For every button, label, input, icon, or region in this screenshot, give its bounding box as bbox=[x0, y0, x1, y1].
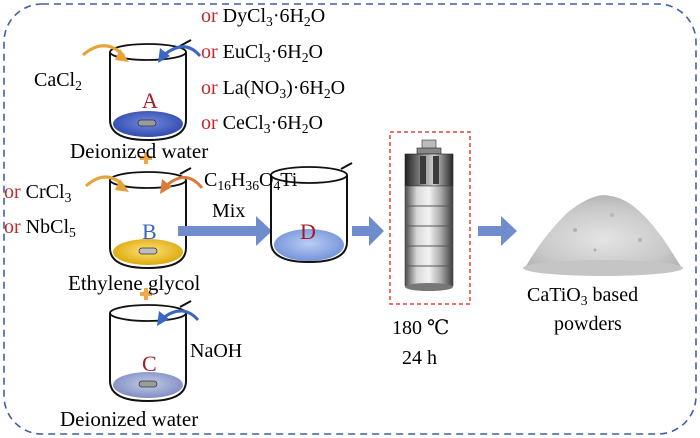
product-label: CaTiO3 based bbox=[527, 284, 639, 308]
time-label: 24 h bbox=[402, 347, 437, 369]
alternative-nbcl5: or NbCl5 bbox=[4, 216, 76, 240]
formula-text: CrCl bbox=[25, 181, 65, 203]
or-label: or bbox=[4, 216, 21, 238]
formula-text: O bbox=[308, 41, 323, 63]
solvent-a-caption: Deionized water bbox=[70, 139, 209, 163]
curved-arrow-icon bbox=[115, 49, 129, 62]
or-label: or bbox=[201, 41, 218, 63]
formula-text: O bbox=[310, 5, 326, 27]
solvent-c-caption: Deionized water bbox=[60, 407, 199, 431]
formula-subscript: 3 bbox=[580, 292, 588, 308]
or-label: or bbox=[201, 77, 218, 99]
formula-text: ·6H bbox=[270, 112, 302, 134]
formula-text: EuCl bbox=[222, 41, 264, 63]
solvent-b-caption: Ethylene glycol bbox=[68, 271, 201, 295]
formula-text: NbCl bbox=[25, 216, 70, 238]
naoh-label: NaOH bbox=[190, 340, 243, 362]
beaker-c-label: C bbox=[142, 351, 157, 376]
curved-arrow-icon bbox=[163, 45, 202, 58]
formula-subscript: 2 bbox=[301, 120, 309, 136]
powder-pile-icon bbox=[523, 195, 683, 276]
or-label: or bbox=[201, 112, 218, 134]
formula-subscript: 2 bbox=[301, 49, 309, 65]
formula-text: ·6H bbox=[272, 5, 304, 27]
formula-subscript: 3 bbox=[266, 13, 273, 29]
beaker-b bbox=[109, 167, 192, 270]
dopant-eucl3: or EuCl3·6H2O bbox=[201, 41, 323, 65]
beaker-c bbox=[109, 300, 192, 403]
or-label: or bbox=[4, 181, 21, 203]
formula-subscript: 5 bbox=[69, 224, 76, 240]
plus-icon bbox=[140, 288, 152, 300]
beaker-a bbox=[109, 39, 192, 142]
or-label: or bbox=[201, 5, 218, 27]
outer-frame bbox=[3, 3, 697, 435]
curved-arrow-icon bbox=[115, 179, 129, 192]
formula-subscript: 3 bbox=[263, 120, 271, 136]
formula-subscript: 2 bbox=[75, 77, 82, 93]
dopant-cecl3: or CeCl3·6H2O bbox=[201, 112, 323, 136]
beaker-a-label: A bbox=[142, 88, 158, 113]
beaker-d bbox=[270, 162, 353, 264]
plus-icon bbox=[140, 152, 152, 164]
formula-subscript: 3 bbox=[263, 49, 271, 65]
temperature-label: 180 ℃ bbox=[392, 317, 450, 339]
stir-bar-icon bbox=[137, 119, 157, 127]
product-label-line2: powders bbox=[554, 313, 622, 335]
formula-text: O bbox=[330, 77, 346, 99]
beaker-d-label: D bbox=[300, 219, 316, 244]
block-arrow-icon bbox=[478, 216, 517, 246]
titanium-source-formula: C16H36O4Ti bbox=[204, 169, 298, 193]
beaker-b-label: B bbox=[142, 219, 157, 244]
alternative-crcl3: or CrCl3 bbox=[4, 181, 72, 205]
formula-subscript: 36 bbox=[245, 177, 259, 193]
formula-text: CeCl bbox=[222, 112, 264, 134]
formula-text: CaTiO bbox=[527, 284, 581, 306]
stir-bar-icon bbox=[138, 247, 158, 255]
formula-subscript: 3 bbox=[279, 85, 287, 101]
formula-text: DyCl bbox=[222, 5, 267, 27]
formula-subscript: 2 bbox=[323, 85, 331, 101]
formula-text: O bbox=[308, 112, 323, 134]
curved-arrow-icon bbox=[158, 48, 170, 63]
formula-text: )·6H bbox=[286, 77, 324, 99]
dopant-dycl3: or DyCl3·6H2O bbox=[201, 5, 326, 29]
stir-bar-icon bbox=[138, 380, 158, 388]
curved-arrow-icon bbox=[157, 311, 169, 326]
block-arrow-icon bbox=[352, 216, 384, 246]
formula-text: based bbox=[587, 284, 639, 306]
formula-subscript: 2 bbox=[303, 13, 311, 29]
formula-subscript: 3 bbox=[64, 189, 72, 205]
reagent-cacl2: CaCl2 bbox=[34, 69, 82, 93]
curved-arrow-icon bbox=[160, 179, 172, 194]
curved-arrow-icon bbox=[164, 176, 204, 189]
formula-text: ·6H bbox=[270, 41, 302, 63]
mix-label: Mix bbox=[212, 200, 246, 222]
curved-arrow-icon bbox=[162, 309, 200, 322]
formula-subscript: 16 bbox=[217, 177, 231, 193]
formula-text: CaCl bbox=[34, 69, 76, 91]
dopant-la-no3: or La(NO3)·6H2O bbox=[201, 77, 346, 101]
formula-text: La(NO bbox=[222, 77, 280, 99]
autoclave-icon bbox=[404, 139, 454, 291]
formula-text: C bbox=[204, 169, 218, 191]
formula-text: H bbox=[230, 169, 246, 191]
formula-subscript: 4 bbox=[273, 177, 281, 193]
formula-text: O bbox=[258, 169, 274, 191]
block-arrow-icon bbox=[178, 216, 272, 246]
formula-text: Ti bbox=[280, 169, 298, 191]
